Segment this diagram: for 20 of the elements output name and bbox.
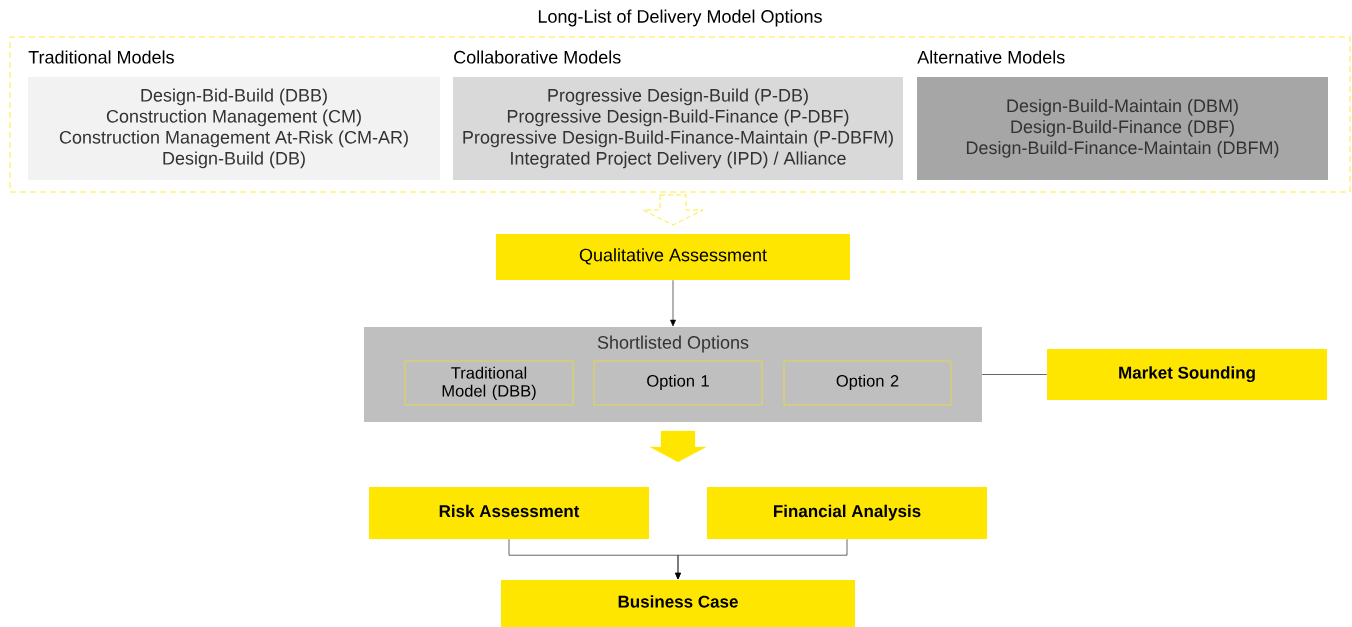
block-arrow xyxy=(649,430,707,463)
node-label: Long-List of Delivery Model Options xyxy=(538,9,822,27)
process-box: Financial Analysis xyxy=(707,487,987,539)
option-box: Traditional Model (DBB) xyxy=(404,360,574,406)
connector xyxy=(981,374,1048,375)
node-label: Collaborative Models xyxy=(454,50,621,64)
node-label: Alternative Models xyxy=(917,50,1065,64)
block-arrow xyxy=(642,194,704,226)
model-list-box: Collaborative Models Progressive Design-Build (P-DB) Progressive Design-Build-Finance (P-DBF) Progressive Design-Build-Finance-Maintain (P-DBFM) Integrated Project Delivery (IPD) / Alliance xyxy=(453,50,903,180)
process-box: Market Sounding xyxy=(1047,349,1327,400)
process-box: Business Case xyxy=(501,580,855,627)
node-label: Traditional Models xyxy=(28,50,174,64)
option-box: Option 2 xyxy=(783,360,952,406)
process-box: Qualitative Assessment xyxy=(496,234,850,280)
connector xyxy=(670,279,676,327)
model-list-box: Alternative Models Design-Build-Maintain (DBM) Design-Build-Finance (DBF) Design-Build-Finance-Maintain (DBFM) xyxy=(917,50,1328,180)
process-box: Risk Assessment xyxy=(369,487,649,539)
model-list-box: Traditional Models Design-Bid-Build (DBB) Construction Management (CM) Construction Management At-Risk (CM-AR) Design-Build (DB) xyxy=(28,50,440,180)
option-box: Option 1 xyxy=(593,360,763,406)
connector xyxy=(675,538,848,580)
